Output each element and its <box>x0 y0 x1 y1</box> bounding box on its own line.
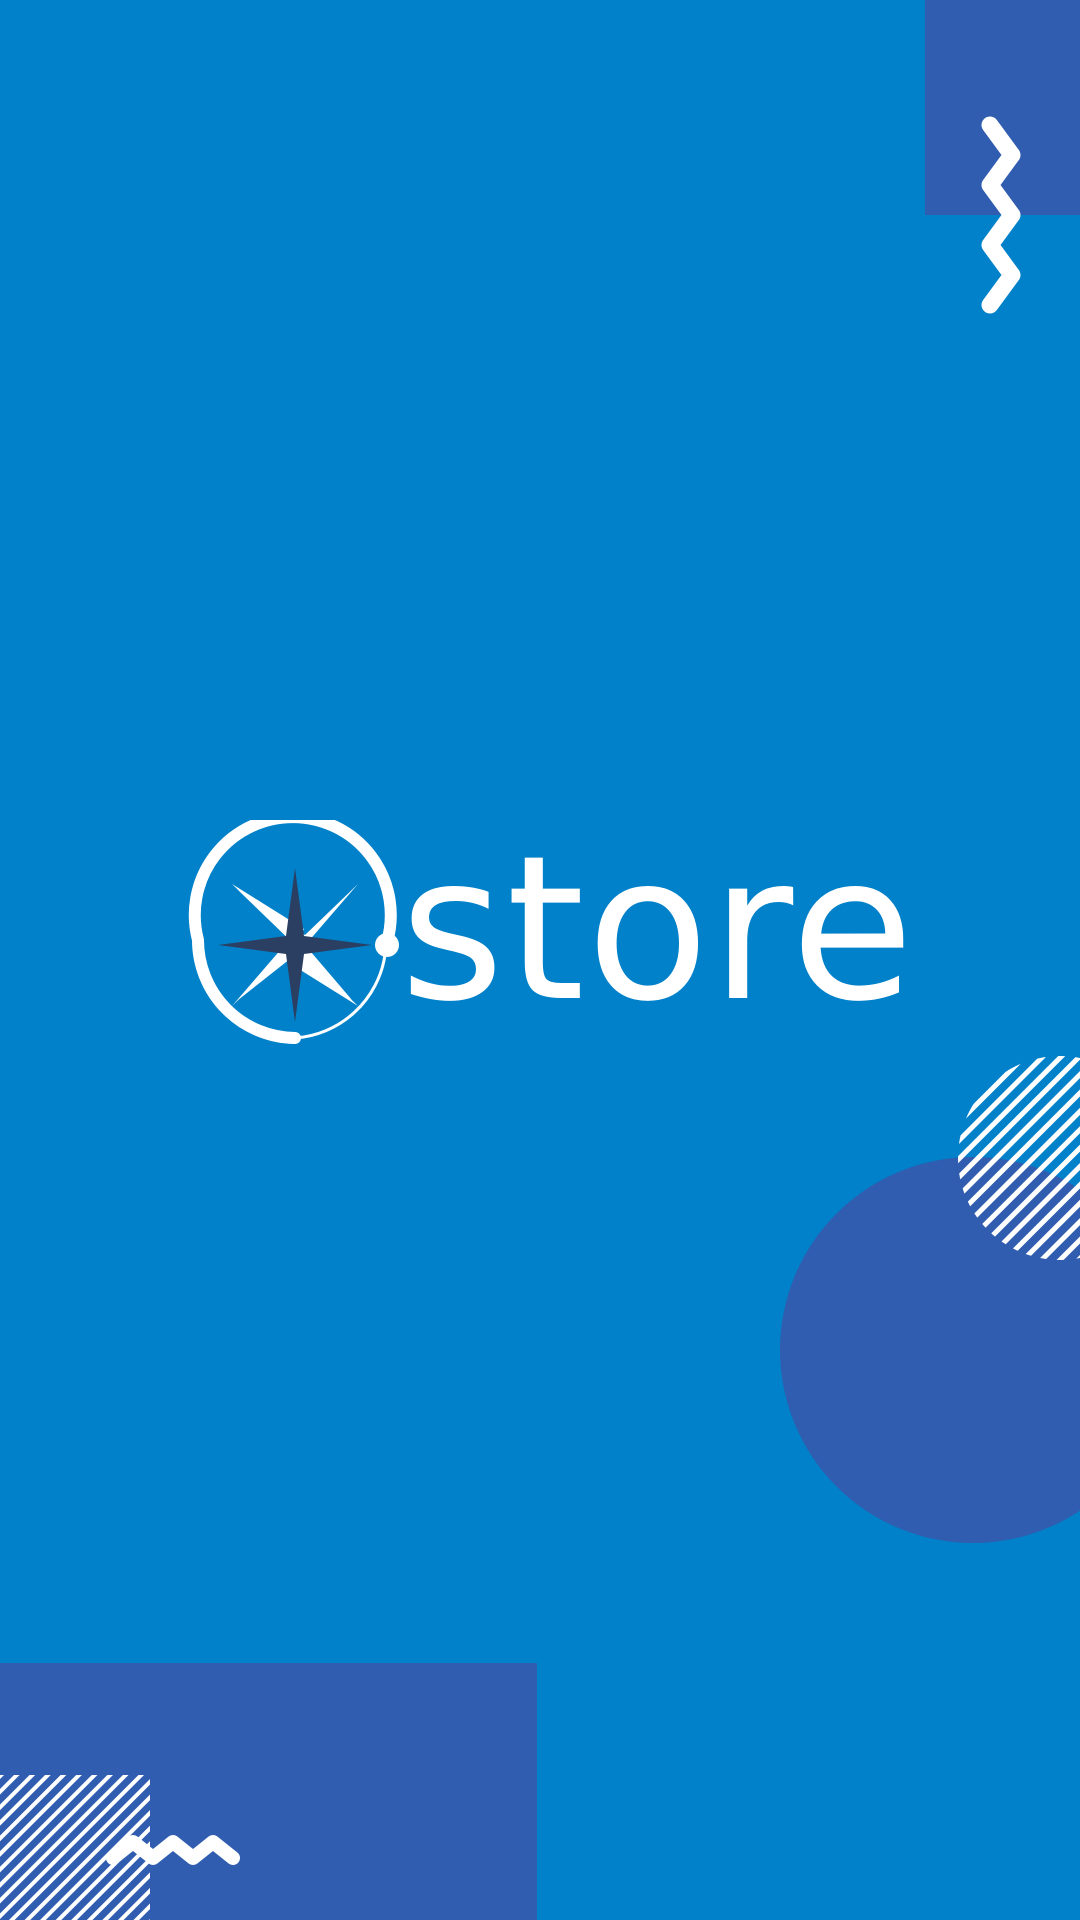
striped-circle <box>958 1056 1080 1260</box>
zigzag-vertical-icon <box>981 116 1021 314</box>
brand-wordmark: store <box>400 813 916 1046</box>
star-cardinal-points <box>218 868 372 1022</box>
logo-ring-tail <box>294 954 387 1040</box>
large-circle <box>780 1157 1080 1543</box>
zigzag-horizontal-icon <box>106 1835 240 1865</box>
compass-rose-icon <box>188 820 399 1044</box>
logo-ring-dot <box>375 933 399 957</box>
app-logo: store <box>180 820 914 1060</box>
logo-ring-arc <box>188 820 397 1044</box>
